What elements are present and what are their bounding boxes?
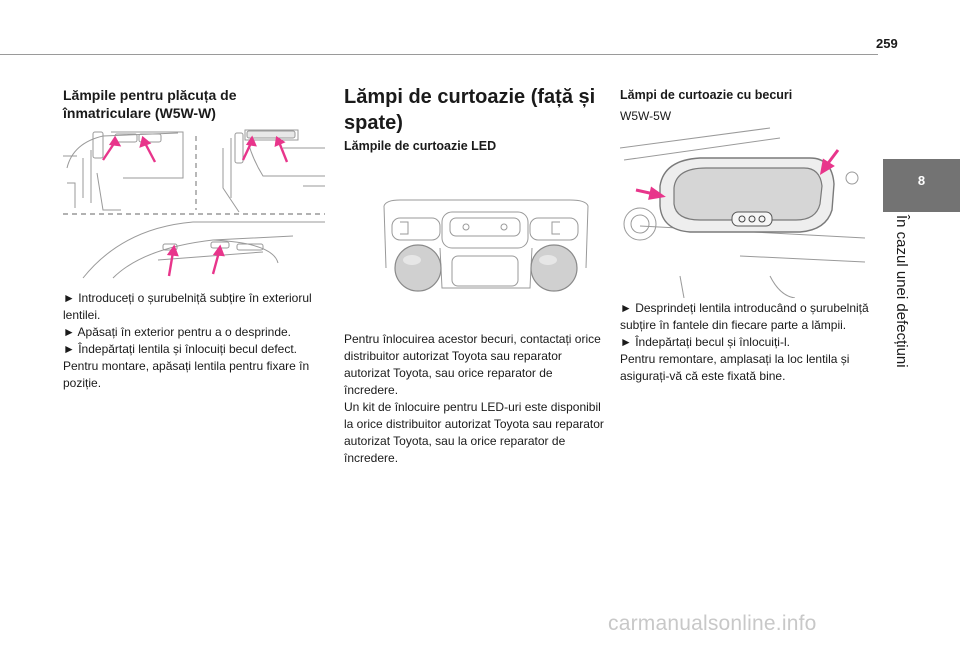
bulb-replacement-instructions: ► Desprindeți lentila introducând o șuru… <box>620 300 882 385</box>
instruction-note: Pentru remontare, amplasați la loc lenti… <box>620 352 850 383</box>
section-heading-license-plate: Lămpile pentru plăcuța de înmatriculare … <box>63 87 237 121</box>
chapter-number: 8 <box>917 173 926 188</box>
section-heading-bulb-lamps: Lămpi de curtoazie cu becuri <box>620 88 793 102</box>
info-paragraph: Pentru înlocuirea acestor becuri, contac… <box>344 332 601 397</box>
instruction-step: ► Îndepărtați becul și înlocuiți-l. <box>620 335 790 349</box>
bulb-type-label: W5W-5W <box>620 109 672 123</box>
instruction-step: ► Îndepărtați lentila și înlocuiți becul… <box>63 342 298 356</box>
subheading-led-lamps: Lămpile de curtoazie LED <box>344 139 497 153</box>
header-rule <box>0 54 878 55</box>
chapter-title-container: În cazul unei defecțiuni <box>893 215 915 415</box>
chapter-tab[interactable]: 8 <box>883 159 960 212</box>
led-courtesy-lamp-illustration <box>380 198 592 298</box>
section-heading-courtesy-lamps: Lămpi de curtoazie (față și spate) <box>344 86 596 134</box>
led-replacement-info: Pentru înlocuirea acestor becuri, contac… <box>344 331 606 467</box>
page-number: 259 <box>876 36 898 51</box>
instruction-note: Pentru montare, apăsați lentila pentru f… <box>63 359 310 390</box>
license-plate-lamp-illustration <box>63 128 325 280</box>
instruction-step: ► Apăsați în exterior pentru a o desprin… <box>63 325 292 339</box>
instruction-step: ► Introduceți o șurubelniță subțire în e… <box>63 291 312 322</box>
info-paragraph: Un kit de înlocuire pentru LED-uri este … <box>344 400 604 465</box>
bulb-courtesy-lamp-illustration <box>620 126 865 298</box>
license-plate-instructions: ► Introduceți o șurubelniță subțire în e… <box>63 290 325 392</box>
watermark: carmanualsonline.info <box>608 612 817 635</box>
instruction-step: ► Desprindeți lentila introducând o șuru… <box>620 301 869 332</box>
chapter-title: În cazul unei defecțiuni <box>893 215 910 368</box>
